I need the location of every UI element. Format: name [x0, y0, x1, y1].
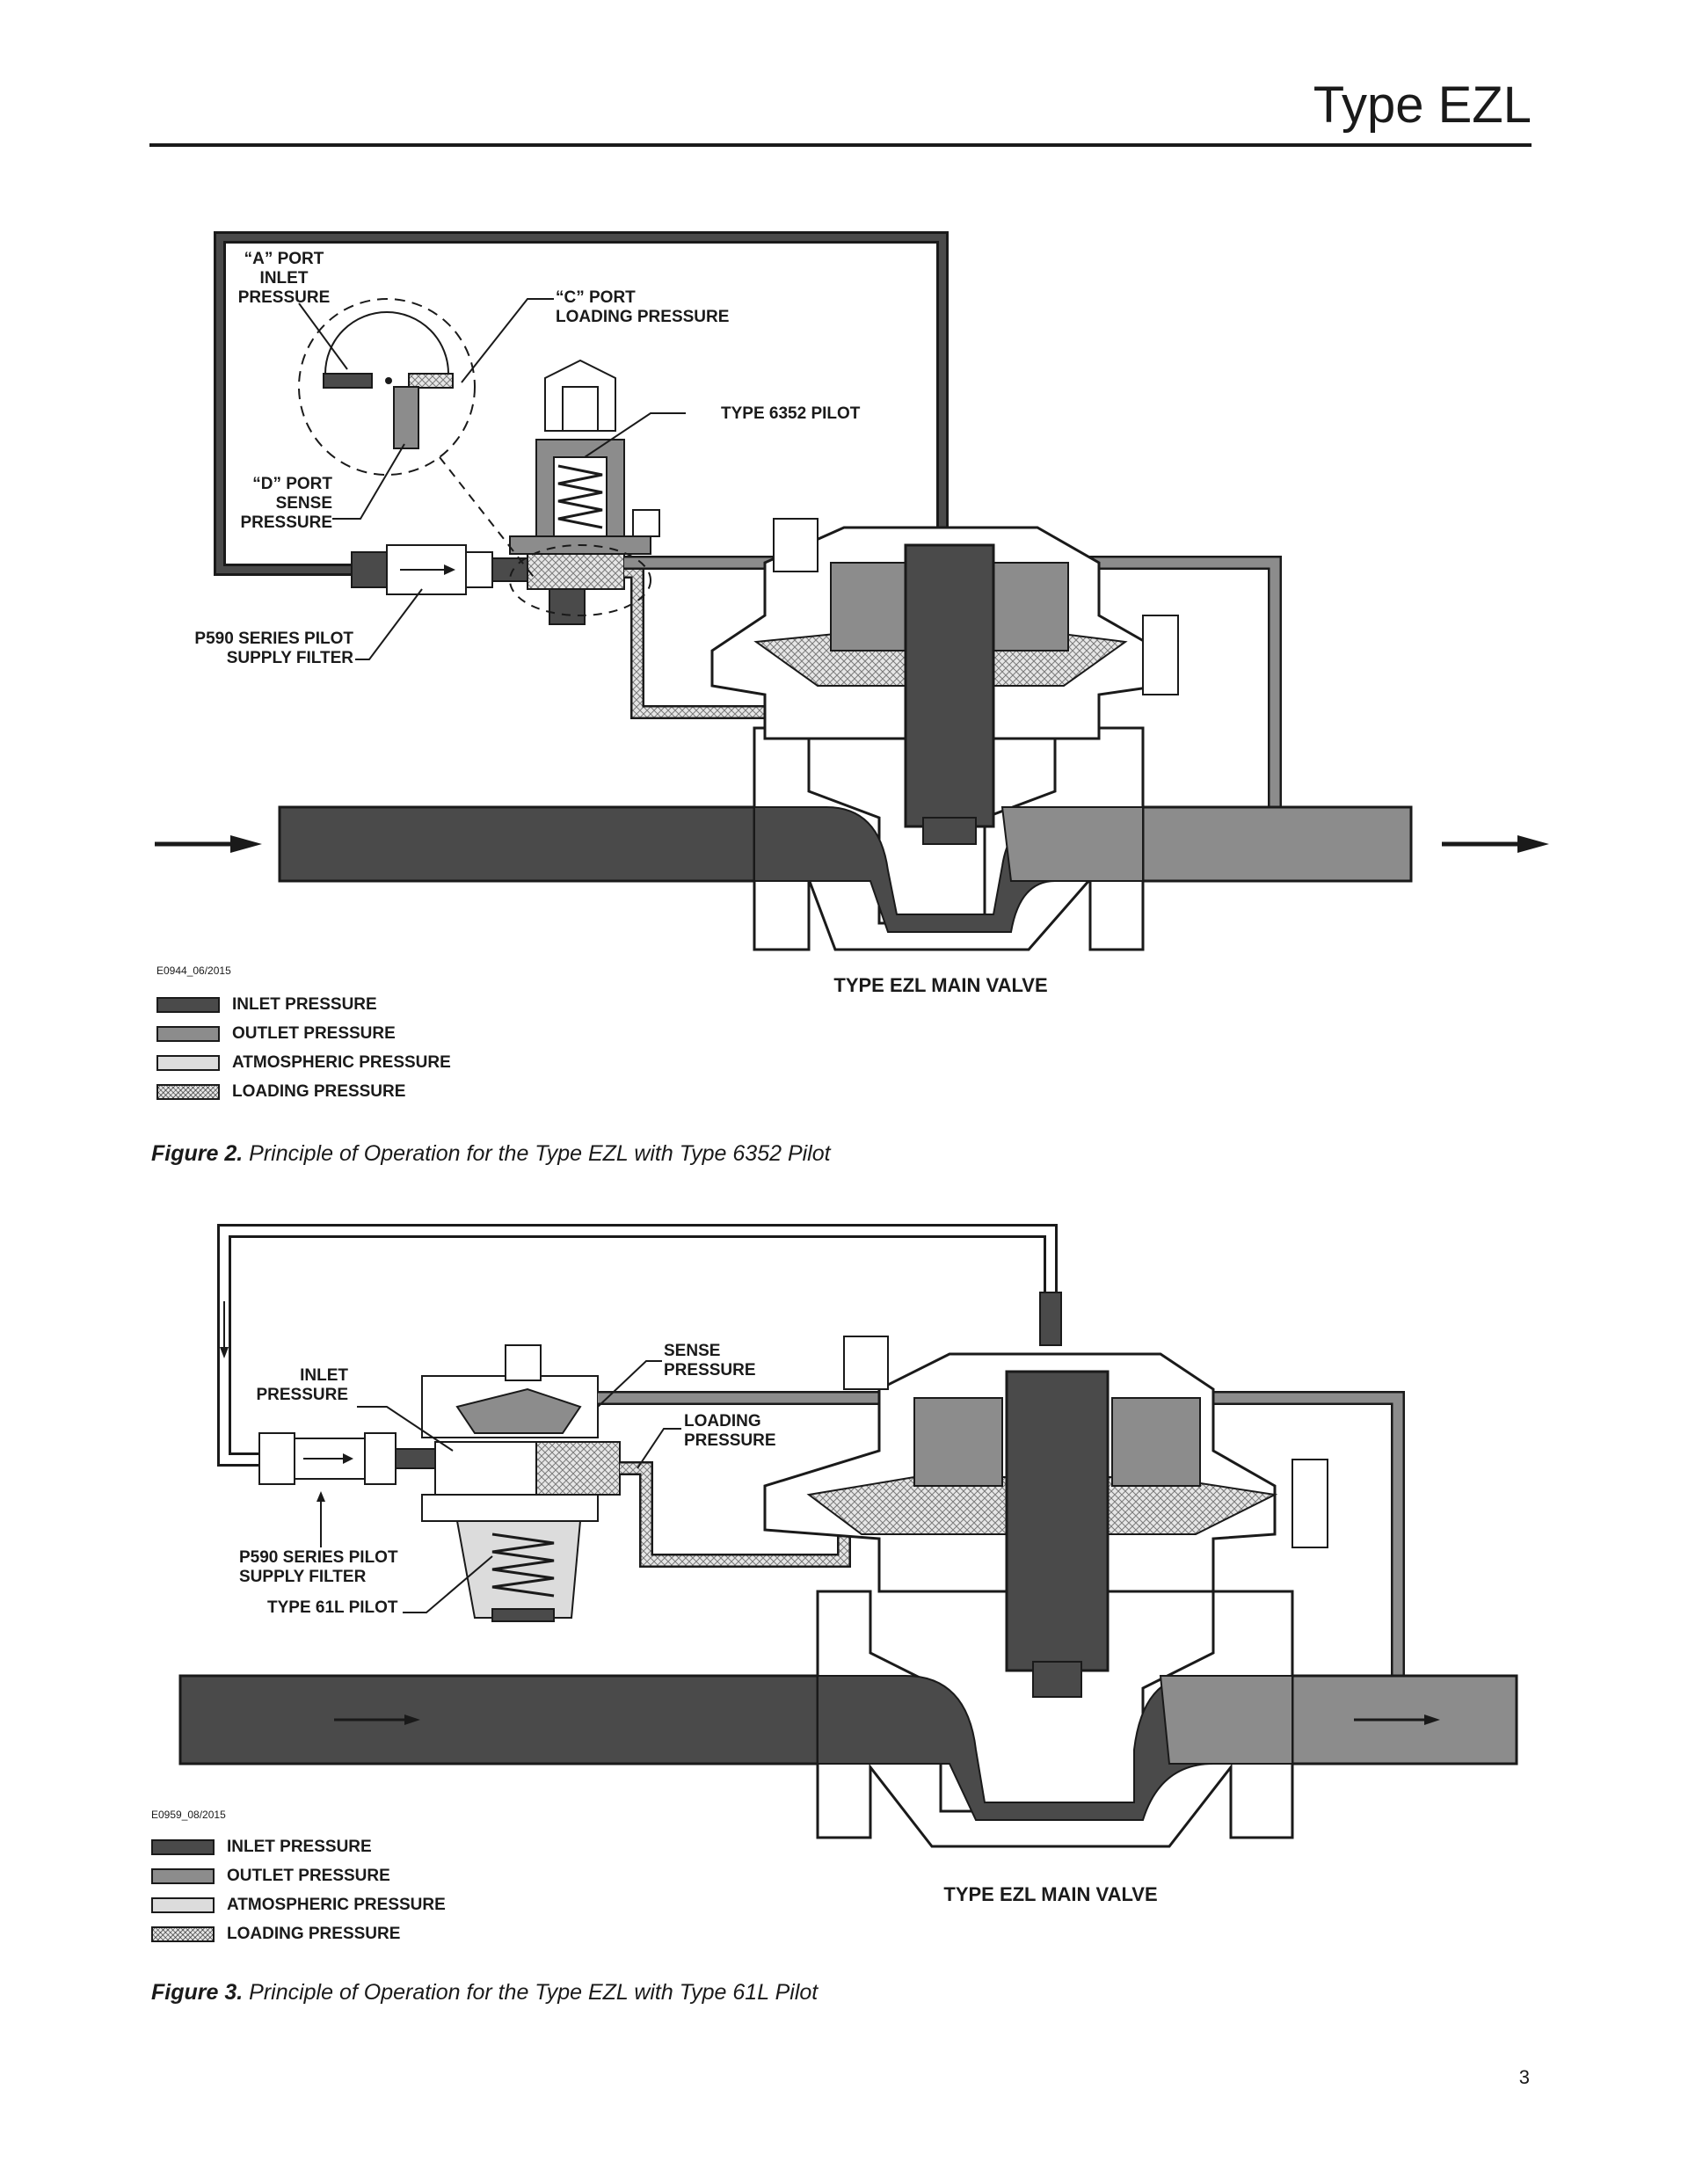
loading-swatch — [156, 1083, 220, 1100]
legend-item: INLET PRESSURE — [156, 990, 451, 1019]
a-port-label-1: “A” PORT — [244, 250, 324, 268]
inlet-swatch — [151, 1838, 215, 1855]
d-port-label-2: SENSE — [276, 494, 332, 513]
caption-text: Principle of Operation for the Type EZL … — [249, 1980, 819, 2005]
inlet-pipe — [278, 805, 756, 883]
type-6352-pilot — [509, 359, 660, 625]
legend-label: OUTLET PRESSURE — [227, 1866, 390, 1885]
type-61l-pilot — [421, 1344, 621, 1622]
filter-label-1: P590 SERIES PILOT — [239, 1548, 398, 1567]
main-valve-label: TYPE EZL MAIN VALVE — [833, 974, 1047, 996]
header-rule — [149, 143, 1532, 147]
figure-2-legend: INLET PRESSURE OUTLET PRESSURE ATMOSPHER… — [156, 990, 451, 1106]
inlet-swatch — [156, 996, 220, 1013]
figure-3-diagram: INLET PRESSURE SENSE PRESSURE LOADING PR… — [151, 1224, 1518, 1905]
atmospheric-swatch — [151, 1896, 215, 1913]
legend-label: ATMOSPHERIC PRESSURE — [232, 1052, 451, 1072]
sense-label-1: SENSE — [664, 1342, 720, 1360]
ezl-main-valve — [710, 518, 1179, 951]
filter-label-2: SUPPLY FILTER — [239, 1568, 367, 1586]
legend-label: LOADING PRESSURE — [227, 1924, 401, 1943]
drawing-code: E0944_06/2015 — [156, 965, 231, 977]
sense-label-2: PRESSURE — [664, 1361, 756, 1380]
outlet-pipe — [1141, 805, 1413, 883]
port-detail — [323, 311, 454, 449]
legend-label: INLET PRESSURE — [232, 994, 377, 1014]
drawing-code: E0959_08/2015 — [151, 1809, 226, 1821]
page-title: Type EZL — [1313, 76, 1532, 134]
figure-2-caption: Figure 2. Principle of Operation for the… — [151, 1141, 831, 1167]
d-port-label-3: PRESSURE — [240, 513, 332, 532]
filter-label-2: SUPPLY FILTER — [227, 649, 354, 667]
inlet-label-1: INLET — [300, 1366, 348, 1385]
outlet-swatch — [156, 1025, 220, 1042]
legend-item: OUTLET PRESSURE — [151, 1861, 446, 1890]
caption-number: Figure 2. — [151, 1141, 244, 1166]
a-port-label-3: PRESSURE — [238, 288, 331, 307]
inlet-pipe — [178, 1674, 819, 1765]
ezl-main-valve — [763, 1336, 1328, 1848]
inlet-label-2: PRESSURE — [256, 1386, 348, 1404]
legend-item: OUTLET PRESSURE — [156, 1019, 451, 1048]
pilot-supply-filter — [351, 544, 528, 595]
port-detail-circle — [298, 298, 476, 476]
legend-label: OUTLET PRESSURE — [232, 1023, 396, 1043]
filter-label-1: P590 SERIES PILOT — [194, 630, 353, 648]
figure-3-legend: INLET PRESSURE OUTLET PRESSURE ATMOSPHER… — [151, 1832, 446, 1948]
legend-label: ATMOSPHERIC PRESSURE — [227, 1895, 446, 1914]
figure-3-caption: Figure 3. Principle of Operation for the… — [151, 1980, 818, 2006]
loading-label-2: PRESSURE — [684, 1431, 776, 1450]
main-valve-label: TYPE EZL MAIN VALVE — [943, 1883, 1157, 1905]
legend-label: LOADING PRESSURE — [232, 1081, 406, 1101]
legend-item: ATMOSPHERIC PRESSURE — [156, 1048, 451, 1077]
figure-2-diagram: “A” PORT INLET PRESSURE “C” PORT LOADING… — [155, 231, 1549, 996]
loading-label-1: LOADING — [684, 1412, 761, 1431]
caption-text: Principle of Operation for the Type EZL … — [249, 1141, 831, 1166]
caption-number: Figure 3. — [151, 1980, 244, 2005]
d-port-label-1: “D” PORT — [252, 475, 332, 493]
loading-swatch — [151, 1926, 215, 1942]
page-number: 3 — [1518, 2066, 1530, 2088]
legend-label: INLET PRESSURE — [227, 1837, 372, 1856]
pilot-label: TYPE 61L PILOT — [267, 1598, 398, 1617]
outlet-swatch — [151, 1867, 215, 1884]
a-port-label-2: INLET — [260, 269, 309, 288]
legend-item: ATMOSPHERIC PRESSURE — [151, 1890, 446, 1919]
pilot-label: TYPE 6352 PILOT — [721, 404, 861, 423]
c-port-label-2: LOADING PRESSURE — [556, 308, 729, 326]
legend-item: LOADING PRESSURE — [156, 1077, 451, 1106]
pilot-supply-filter — [258, 1432, 436, 1485]
legend-item: INLET PRESSURE — [151, 1832, 446, 1861]
atmospheric-swatch — [156, 1054, 220, 1071]
c-port-label-1: “C” PORT — [556, 288, 636, 307]
legend-item: LOADING PRESSURE — [151, 1919, 446, 1948]
